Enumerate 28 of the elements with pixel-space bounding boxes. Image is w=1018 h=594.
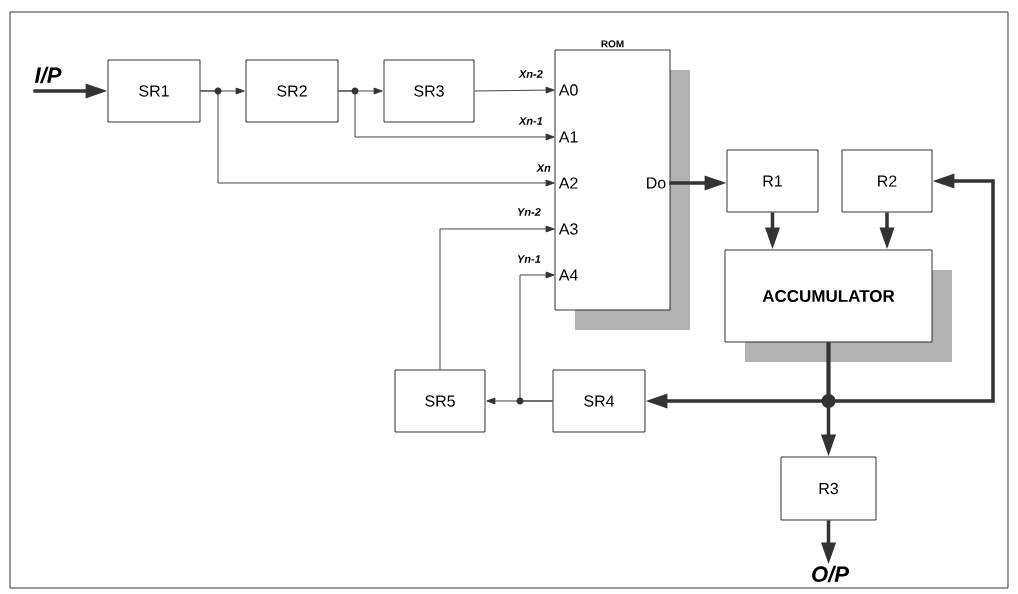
edge-label: Xn (535, 163, 552, 173)
input-label: I/P (34, 66, 62, 84)
port-label: A1 (558, 131, 578, 143)
edge-label: Yn-2 (515, 207, 542, 217)
port-label: A2 (558, 177, 578, 189)
block-box: SR1 (107, 59, 201, 123)
arrow (519, 271, 555, 402)
edge-label: Xn-2 (517, 69, 544, 79)
arrow (199, 90, 555, 187)
edge-label: Xn-1 (517, 116, 544, 126)
output-label: O/P (812, 565, 849, 583)
block-box: SR4 (552, 369, 646, 433)
block-box: SR2 (245, 59, 339, 123)
block-box: R2 (841, 149, 933, 213)
block-box: SR3 (383, 59, 475, 123)
edge-label: Yn-1 (515, 254, 542, 264)
block-box: ACCUMULATOR (724, 249, 933, 343)
block-box: SR5 (394, 369, 486, 433)
block-box: R1 (726, 149, 819, 213)
arrow (337, 90, 555, 141)
arrow (473, 86, 555, 94)
block-box: R3 (780, 456, 877, 521)
port-label: Do (647, 177, 666, 189)
port-label: A3 (558, 223, 578, 235)
port-label: A0 (558, 84, 578, 96)
node-label: ROM (601, 40, 624, 48)
arrow (439, 225, 555, 371)
port-label: A4 (558, 269, 578, 281)
